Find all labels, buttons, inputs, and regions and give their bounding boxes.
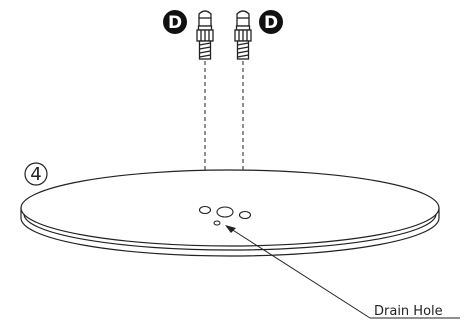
part-badge-right: D: [259, 10, 283, 34]
part-badge-letter: D: [168, 13, 182, 33]
part-badge-left: D: [163, 10, 187, 34]
step-number-badge: 4: [24, 162, 48, 186]
center-hole: [216, 206, 234, 218]
bolt-icon: [196, 10, 214, 60]
bolt-hole-left: [198, 205, 212, 215]
drain-hole: [213, 220, 221, 226]
drain-hole-label: Drain Hole: [374, 304, 443, 319]
step-number: 4: [30, 164, 41, 185]
arrow-head-icon: [225, 225, 236, 233]
bolt-icon: [234, 10, 252, 60]
callout-leader-line: [227, 226, 371, 319]
bolt-hole-right: [238, 210, 252, 220]
part-badge-letter: D: [264, 13, 278, 33]
